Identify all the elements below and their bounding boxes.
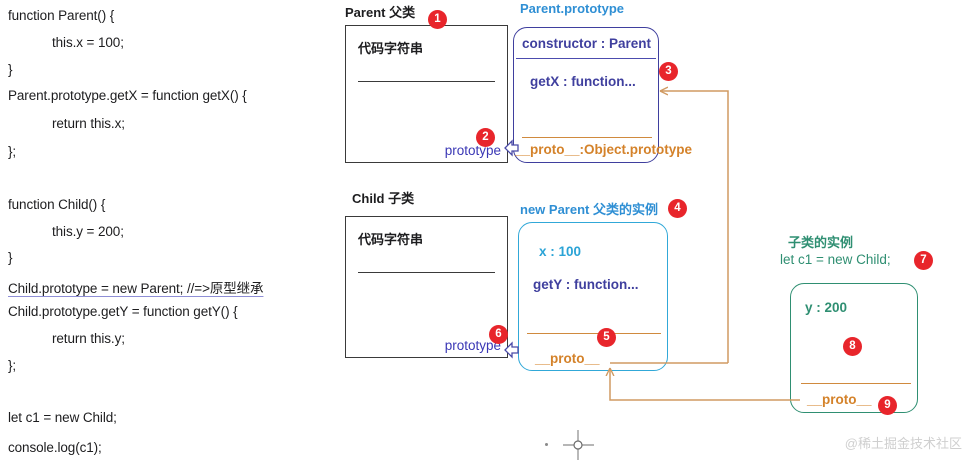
code-line: }; (8, 358, 17, 373)
child-prototype-slot-label: prototype (444, 338, 501, 353)
new-parent-instance-label: new Parent 父类的实例 (520, 202, 658, 217)
badge-9: 9 (878, 396, 897, 415)
parent-prototype-divider-proto (522, 137, 652, 138)
child-class-divider (358, 272, 495, 273)
proto-link-instance-to-parentprototype (660, 91, 729, 363)
parent-class-body-text: 代码字符串 (358, 41, 424, 56)
code-line: return this.y; (52, 331, 125, 346)
code-line-prototype-inheritance: Child.prototype = new Parent; //=>原型继承 (8, 281, 264, 296)
code-line: }; (8, 144, 17, 159)
child-class-label: Child 子类 (352, 191, 415, 206)
parent-prototype-slot-label: prototype (444, 143, 501, 158)
proto-link-childinstance-to-newparent (610, 368, 800, 401)
code-pane: function Parent() { this.x = 100; } Pare… (0, 0, 336, 462)
code-line: function Child() { (8, 197, 106, 212)
new-parent-instance-proto-row: __proto__ (535, 351, 600, 366)
badge-3: 3 (659, 62, 678, 81)
child-instance-proto-row: __proto__ (807, 392, 872, 407)
new-parent-instance-row-x: x : 100 (539, 244, 582, 259)
code-line: } (8, 62, 13, 77)
parent-prototype-getx-row: getX : function... (530, 74, 636, 89)
parent-class-divider (358, 81, 495, 82)
new-parent-instance-box: x : 100 getY : function... __proto__ (518, 222, 668, 371)
child-instance-divider-proto (801, 383, 911, 384)
code-line: console.log(c1); (8, 440, 102, 455)
code-line: this.y = 200; (52, 224, 124, 239)
code-line: Child.prototype.getY = function getY() { (8, 304, 238, 319)
parent-prototype-divider-top (516, 58, 656, 59)
child-class-body-text: 代码字符串 (358, 232, 424, 247)
child-class-box: 代码字符串 prototype (345, 216, 508, 358)
badge-1: 1 (428, 10, 447, 29)
stray-dot-mark (545, 443, 548, 446)
new-parent-instance-divider-proto (527, 333, 661, 334)
badge-2: 2 (476, 128, 495, 147)
badge-5: 5 (597, 328, 616, 347)
new-parent-instance-row-gety: getY : function... (533, 277, 639, 292)
code-line: } (8, 250, 13, 265)
code-line: let c1 = new Child; (8, 410, 117, 425)
code-line: Parent.prototype.getX = function getX() … (8, 88, 247, 103)
code-line: this.x = 100; (52, 35, 124, 50)
child-instance-label-line1: 子类的实例 (788, 235, 854, 250)
code-line: function Parent() { (8, 8, 115, 23)
parent-prototype-constructor-row: constructor : Parent (522, 36, 652, 51)
badge-8: 8 (843, 337, 862, 356)
watermark: @稀土掘金技术社区 (844, 436, 962, 451)
crosshair-marker (563, 430, 594, 460)
parent-prototype-label: Parent.prototype (520, 1, 625, 16)
child-instance-row-y: y : 200 (805, 300, 848, 315)
parent-class-label: Parent 父类 (345, 5, 416, 20)
badge-6: 6 (489, 325, 508, 344)
parent-prototype-proto-row: __proto__:Object.prototype (515, 142, 693, 157)
badge-7: 7 (914, 251, 933, 270)
parent-prototype-box: constructor : Parent getX : function... (513, 27, 659, 163)
child-instance-label-line2: let c1 = new Child; (780, 252, 891, 267)
code-line: return this.x; (52, 116, 125, 131)
badge-4: 4 (668, 199, 687, 218)
